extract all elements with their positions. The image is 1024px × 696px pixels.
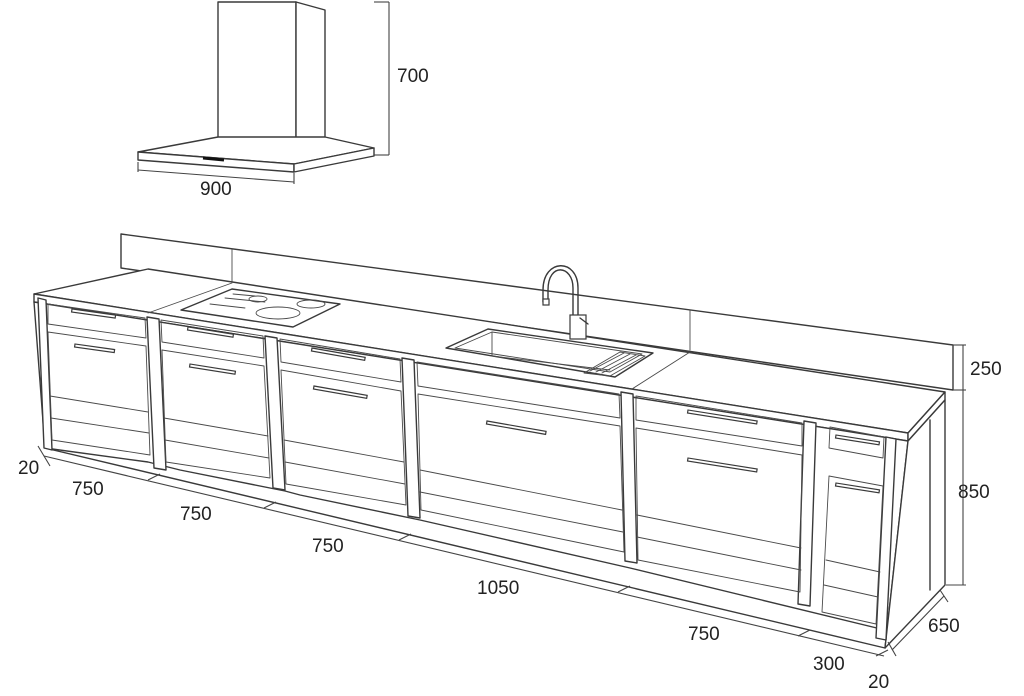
door-4 [417, 393, 625, 553]
faucet-base [569, 314, 587, 340]
handle [834, 482, 881, 494]
sink [445, 328, 654, 378]
cabinet-4 [416, 361, 625, 553]
cooktop-surface [180, 288, 341, 328]
handle [686, 409, 758, 425]
backsplash-height-label: 250 [970, 359, 1002, 380]
drawer-2 [160, 319, 265, 359]
door-6 [821, 475, 884, 625]
cabinet-width-label-4: 1050 [477, 578, 519, 599]
hood-control-strip [202, 156, 225, 162]
handle [485, 420, 547, 436]
handle [834, 434, 881, 446]
hood-height-dimension [374, 1, 390, 156]
depth-label: 650 [928, 616, 960, 637]
hood-chimney-side [295, 1, 326, 151]
hood-width-label: 900 [200, 179, 232, 200]
cabinet-6 [821, 426, 885, 625]
cabinet-1 [47, 303, 151, 456]
right-panel-label: 20 [868, 672, 889, 693]
handle [312, 385, 368, 400]
burner-large [255, 306, 301, 320]
hood-width-dimension [137, 162, 295, 184]
faucet-spout [547, 269, 574, 337]
width-dimension-line [37, 445, 889, 657]
cabinet-width-label-5: 750 [688, 624, 720, 645]
drawer-1 [47, 303, 147, 339]
drawer-6 [828, 426, 885, 459]
cabinet-width-label-2: 750 [180, 504, 212, 525]
handle [73, 343, 116, 354]
sink-drain-rack [583, 351, 646, 377]
door-2 [161, 349, 271, 479]
cabinet-width-label-3: 750 [312, 536, 344, 557]
handle [188, 363, 237, 375]
door-5 [635, 427, 803, 593]
drawer-5 [635, 395, 803, 447]
hood-height-label: 700 [397, 66, 429, 87]
handle [186, 326, 235, 338]
height-dimension-line [946, 344, 966, 586]
hood-chimney-front [217, 1, 297, 151]
cabinet-2 [160, 319, 271, 479]
handle [70, 308, 117, 319]
cabinet-5 [635, 395, 803, 593]
hood-canopy-side [293, 147, 375, 173]
cabinet-3 [279, 338, 407, 506]
depth-dimension-line [887, 589, 949, 657]
counter-height-label: 850 [958, 482, 990, 503]
handle [310, 347, 366, 362]
door-3 [280, 369, 407, 506]
burner-mini [248, 295, 268, 303]
handle [686, 457, 758, 473]
drawer-4 [416, 361, 621, 419]
range-hood [137, 1, 375, 173]
base-cabinets [33, 301, 946, 649]
drawer-3 [279, 338, 402, 383]
burner-small [296, 299, 326, 309]
left-panel-label: 20 [18, 458, 39, 479]
cooktop [180, 288, 341, 328]
cabinet-width-label-6: 300 [813, 654, 845, 675]
cabinet-width-label-1: 750 [72, 479, 104, 500]
cabinet-stiles [37, 297, 897, 641]
faucet [542, 265, 589, 340]
faucet-lever [579, 317, 589, 325]
door-1 [47, 331, 151, 456]
